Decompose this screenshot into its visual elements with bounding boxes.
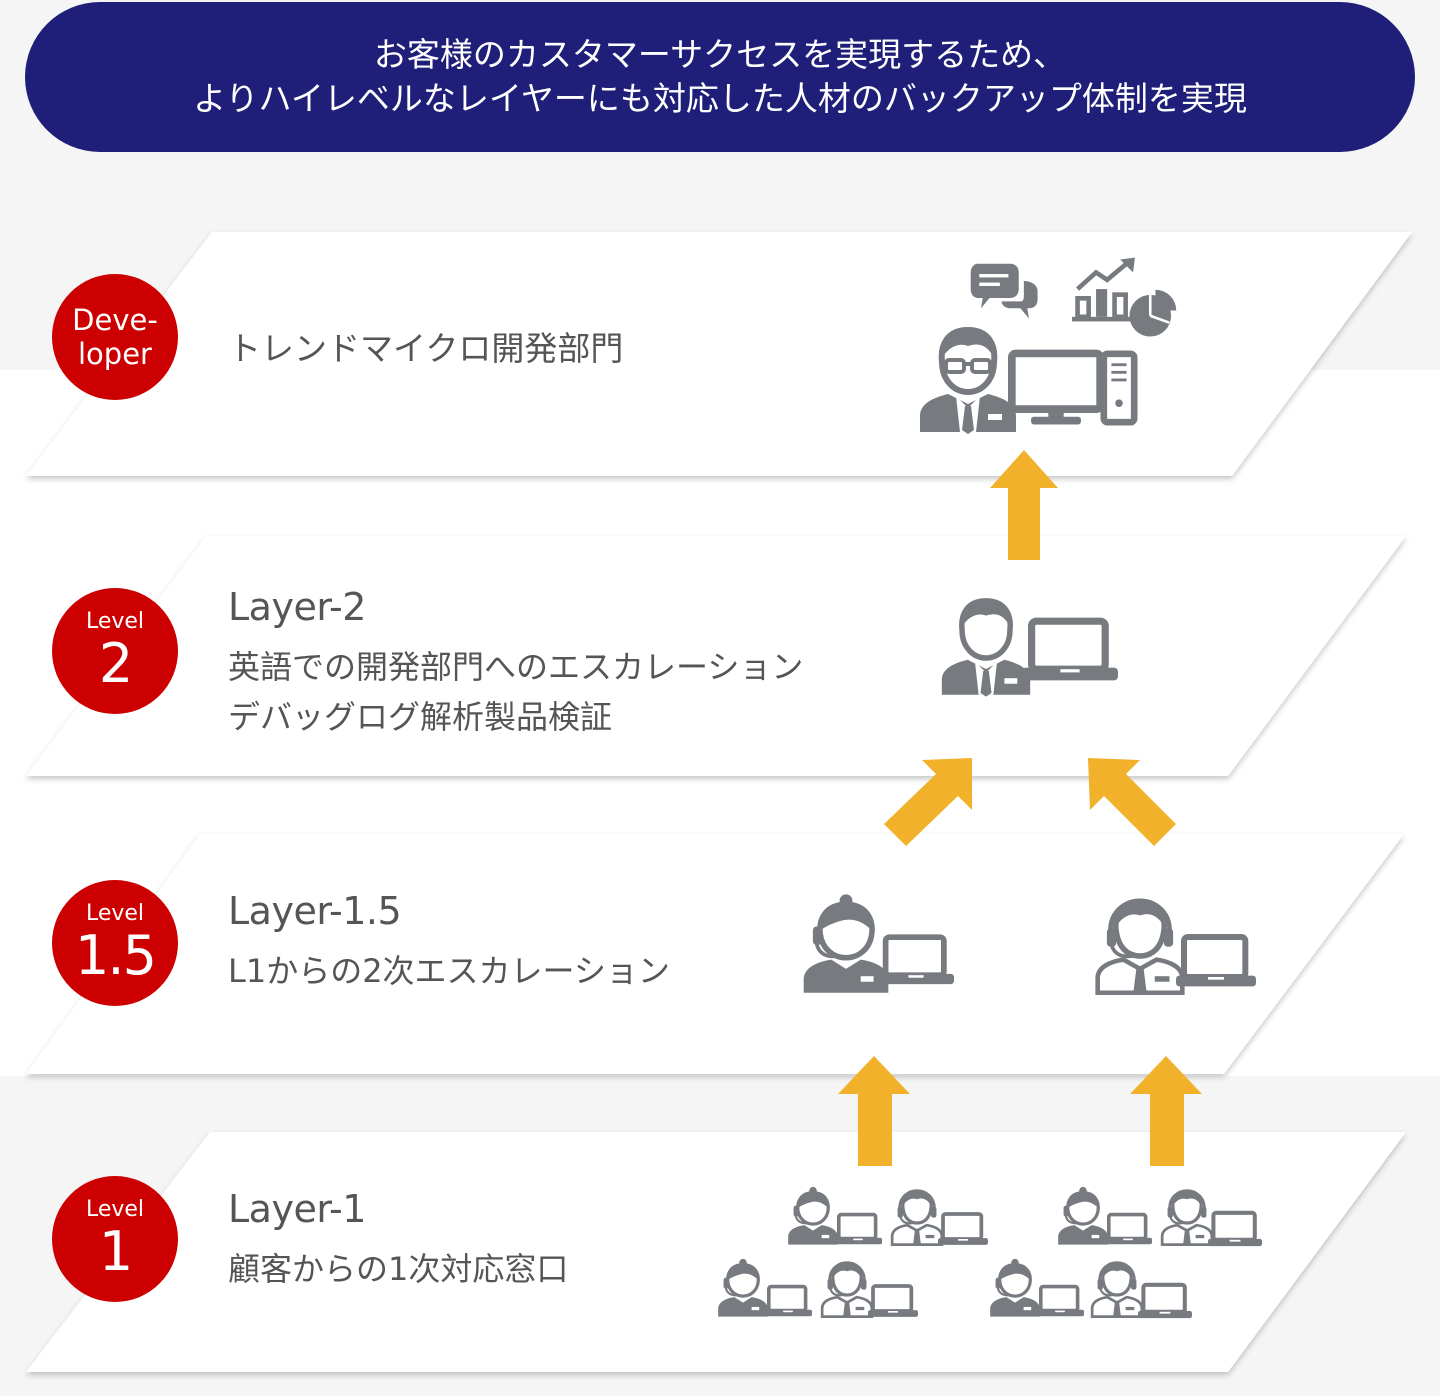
badge-level15: Level 1.5: [52, 880, 178, 1006]
chat-bubbles-icon: [970, 262, 1040, 322]
badge-level2-number: 2: [98, 632, 133, 695]
laptop-icon: [764, 1282, 812, 1320]
badge-level1-label: Level: [85, 1197, 145, 1222]
badge-level2-label: Level: [85, 609, 145, 634]
male-operator-icon: [820, 1256, 874, 1320]
layer-level15-line1: L1からの2次エスカレーション: [228, 952, 670, 990]
headline-line-1: お客様のカスタマーサクセスを実現するため、: [373, 35, 1067, 74]
laptop-icon: [1208, 1210, 1262, 1248]
laptop-icon: [1176, 930, 1256, 992]
layer-developer-text: トレンドマイクロ開発部門: [228, 324, 623, 374]
laptop-icon: [1022, 614, 1118, 686]
layer-developer-title: トレンドマイクロ開発部門: [228, 329, 624, 368]
engineer-icon: [940, 590, 1032, 702]
laptop-icon: [938, 1210, 988, 1248]
female-operator-icon: [988, 1256, 1042, 1320]
badge-developer-line1: Deve-: [72, 303, 158, 337]
badge-developer-line2: loper: [78, 337, 152, 371]
badge-level1-number: 1: [98, 1220, 133, 1283]
laptop-icon: [868, 1282, 918, 1320]
pie-chart-icon: [1126, 288, 1178, 340]
laptop-icon: [878, 930, 954, 990]
laptop-icon: [1104, 1210, 1152, 1248]
layer-level2-text: Layer-2 英語での開発部門へのエスカレーション デバッグログ解析製品検証: [228, 584, 803, 742]
layer-level2-line2: デバッグログ解析製品検証: [228, 698, 613, 736]
layer-level15-text: Layer-1.5 L1からの2次エスカレーション: [228, 888, 670, 996]
layer-level15-title: Layer-1.5: [228, 889, 402, 933]
engineer-with-glasses-icon: [918, 320, 1018, 438]
desktop-computer-icon: [1008, 348, 1104, 428]
badge-level15-label: Level: [85, 901, 145, 926]
layer-level1-title: Layer-1: [228, 1187, 366, 1231]
layer-level1-text: Layer-1 顧客からの1次対応窓口: [228, 1186, 568, 1294]
layer-level2-title: Layer-2: [228, 585, 366, 629]
male-operator-icon: [890, 1184, 944, 1248]
badge-level2: Level 2: [52, 588, 178, 714]
female-operator-icon: [786, 1184, 840, 1248]
headline-line-2: よりハイレベルなレイヤーにも対応した人材のバックアップ体制を実現: [193, 79, 1247, 118]
laptop-icon: [1138, 1282, 1192, 1320]
layer-level1-line1: 顧客からの1次対応窓口: [228, 1250, 569, 1288]
badge-level1: Level 1: [52, 1176, 178, 1302]
badge-developer: Deve- loper: [52, 274, 178, 400]
female-operator-icon: [1056, 1184, 1110, 1248]
badge-level15-number: 1.5: [75, 924, 157, 987]
headline-banner: お客様のカスタマーサクセスを実現するため、 よりハイレベルなレイヤーにも対応した…: [25, 2, 1415, 152]
layer-level2-line1: 英語での開発部門へのエスカレーション: [228, 648, 804, 686]
male-operator-icon: [1160, 1184, 1214, 1248]
male-operator-icon: [1094, 888, 1186, 1000]
laptop-icon: [1036, 1282, 1084, 1320]
laptop-icon: [834, 1210, 882, 1248]
pc-tower-icon: [1100, 348, 1138, 428]
male-operator-icon: [1090, 1256, 1144, 1320]
female-operator-icon: [716, 1256, 770, 1320]
